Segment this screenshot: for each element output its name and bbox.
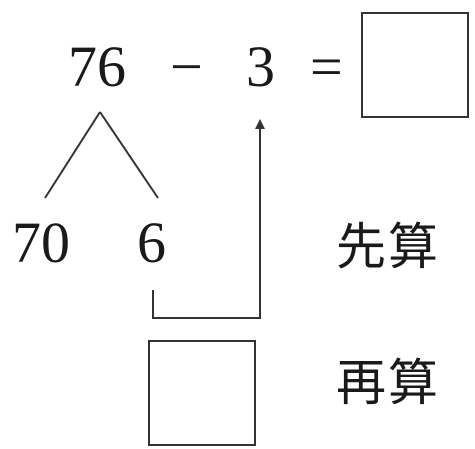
split-tens: 70: [12, 210, 70, 275]
minus-sign: −: [170, 34, 203, 99]
split-ones: 6: [137, 210, 166, 275]
equals-sign: =: [310, 34, 343, 99]
minuend: 76: [68, 34, 126, 99]
then-step-label: 再算: [336, 354, 440, 412]
subtrahend: 3: [246, 34, 275, 99]
first-step-label: 先算: [336, 218, 440, 276]
connector-arrow: [152, 119, 265, 319]
answer-box[interactable]: [361, 12, 469, 118]
branch-line-left: [44, 111, 101, 199]
intermediate-box[interactable]: [148, 340, 256, 446]
branch-line-right: [99, 111, 159, 199]
